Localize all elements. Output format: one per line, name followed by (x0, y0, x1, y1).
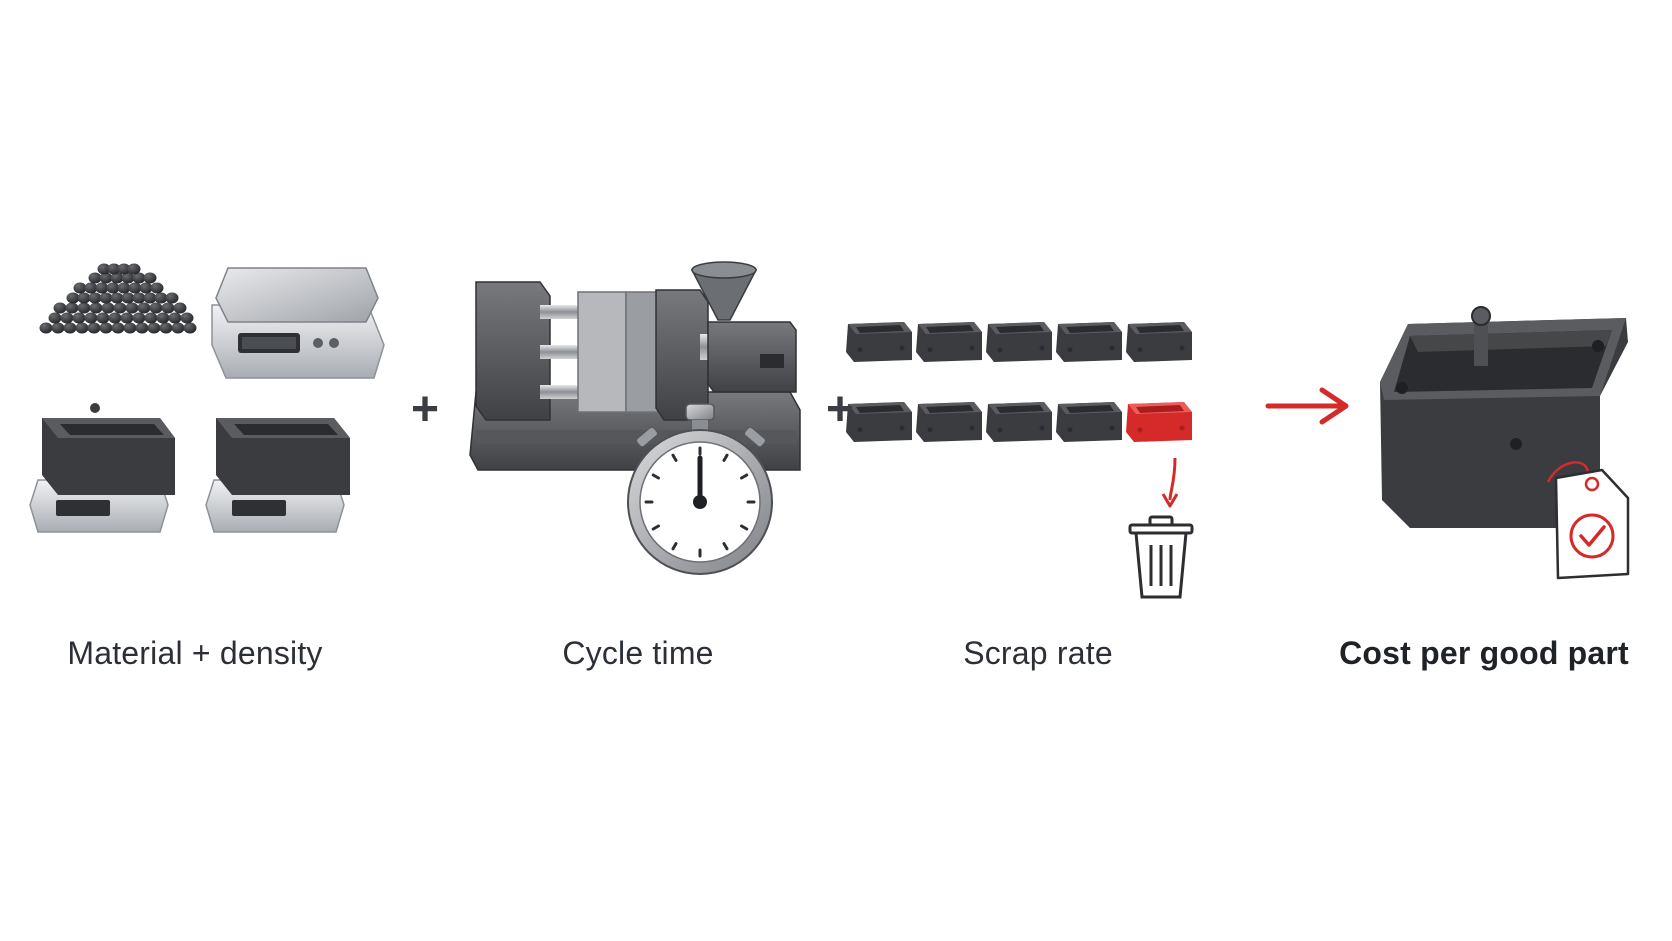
good-part (986, 322, 1052, 362)
scale-icon (211, 267, 385, 379)
step-label-result: Cost per good part (1339, 635, 1629, 671)
good-part (1056, 402, 1122, 442)
plus-operator-1: + (410, 383, 440, 436)
pellets-icon (39, 263, 197, 334)
part-on-scale-left (29, 403, 175, 533)
result-part-illustration (1380, 306, 1630, 580)
material-illustration (29, 263, 385, 533)
cycle-illustration (469, 261, 801, 575)
arrow-right-icon (1265, 387, 1349, 425)
good-part (1056, 322, 1122, 362)
good-part (1126, 322, 1192, 362)
step-label-cycle: Cycle time (562, 635, 714, 671)
stopwatch-icon (627, 403, 773, 575)
step-label-scrap: Scrap rate (963, 635, 1113, 671)
good-part (916, 402, 982, 442)
good-part (916, 322, 982, 362)
part-on-scale-right (205, 418, 350, 533)
price-tag-icon (1546, 461, 1630, 580)
trash-icon (1128, 457, 1194, 599)
good-part (846, 322, 912, 362)
good-part (986, 402, 1052, 442)
scrap-illustration (846, 322, 1192, 442)
step-label-material: Material + density (67, 635, 323, 671)
scrap-part (1126, 402, 1192, 442)
plus-operator-2: + (825, 383, 855, 436)
good-part (846, 402, 912, 442)
